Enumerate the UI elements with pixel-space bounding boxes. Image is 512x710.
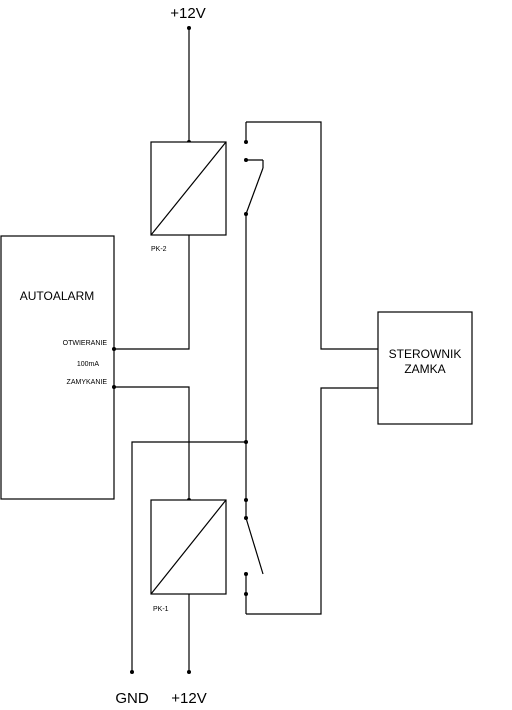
pk1-contact-lower — [244, 592, 248, 596]
current-rating-label: 100mA — [77, 361, 100, 368]
wire-pk2-to-controller — [246, 121, 378, 350]
pk1-contact-common — [244, 498, 248, 502]
controller-label-line2: ZAMKA — [404, 362, 445, 376]
relay-pk2-switch — [245, 122, 264, 215]
supply-bottom-terminal — [187, 670, 191, 674]
output-zamykanie-label: ZAMYKANIE — [67, 379, 108, 386]
supply-top-label: +12V — [170, 5, 205, 22]
relay-pk1-switch — [245, 517, 264, 614]
wire-zamykanie-to-pk1 — [114, 386, 190, 500]
supply-top-terminal — [187, 26, 191, 30]
supply-bottom-label: +12V — [171, 690, 206, 707]
wire-pk2-to-otwieranie — [114, 235, 190, 350]
output-otwieranie-label: OTWIERANIE — [63, 340, 108, 347]
autoalarm-box — [0, 235, 115, 500]
autoalarm-title: AUTOALARM — [20, 289, 94, 303]
ground-wire — [131, 441, 246, 672]
pk2-contact-no — [244, 158, 248, 162]
ground-label: GND — [115, 690, 149, 707]
terminal-otwieranie — [112, 347, 116, 351]
relay-pk1-coil — [150, 499, 227, 595]
relay-pk2-label: PK-2 — [151, 246, 167, 253]
controller-box — [377, 311, 473, 425]
ground-terminal — [130, 670, 134, 674]
wire-pk1-to-controller — [246, 387, 378, 615]
pk1-contact-no — [244, 572, 248, 576]
pk2-contact-top — [244, 140, 248, 144]
relay-pk2-coil — [150, 141, 227, 236]
relay-pk1-label: PK-1 — [153, 606, 169, 613]
controller-label-line1: STEROWNIK — [389, 347, 462, 361]
